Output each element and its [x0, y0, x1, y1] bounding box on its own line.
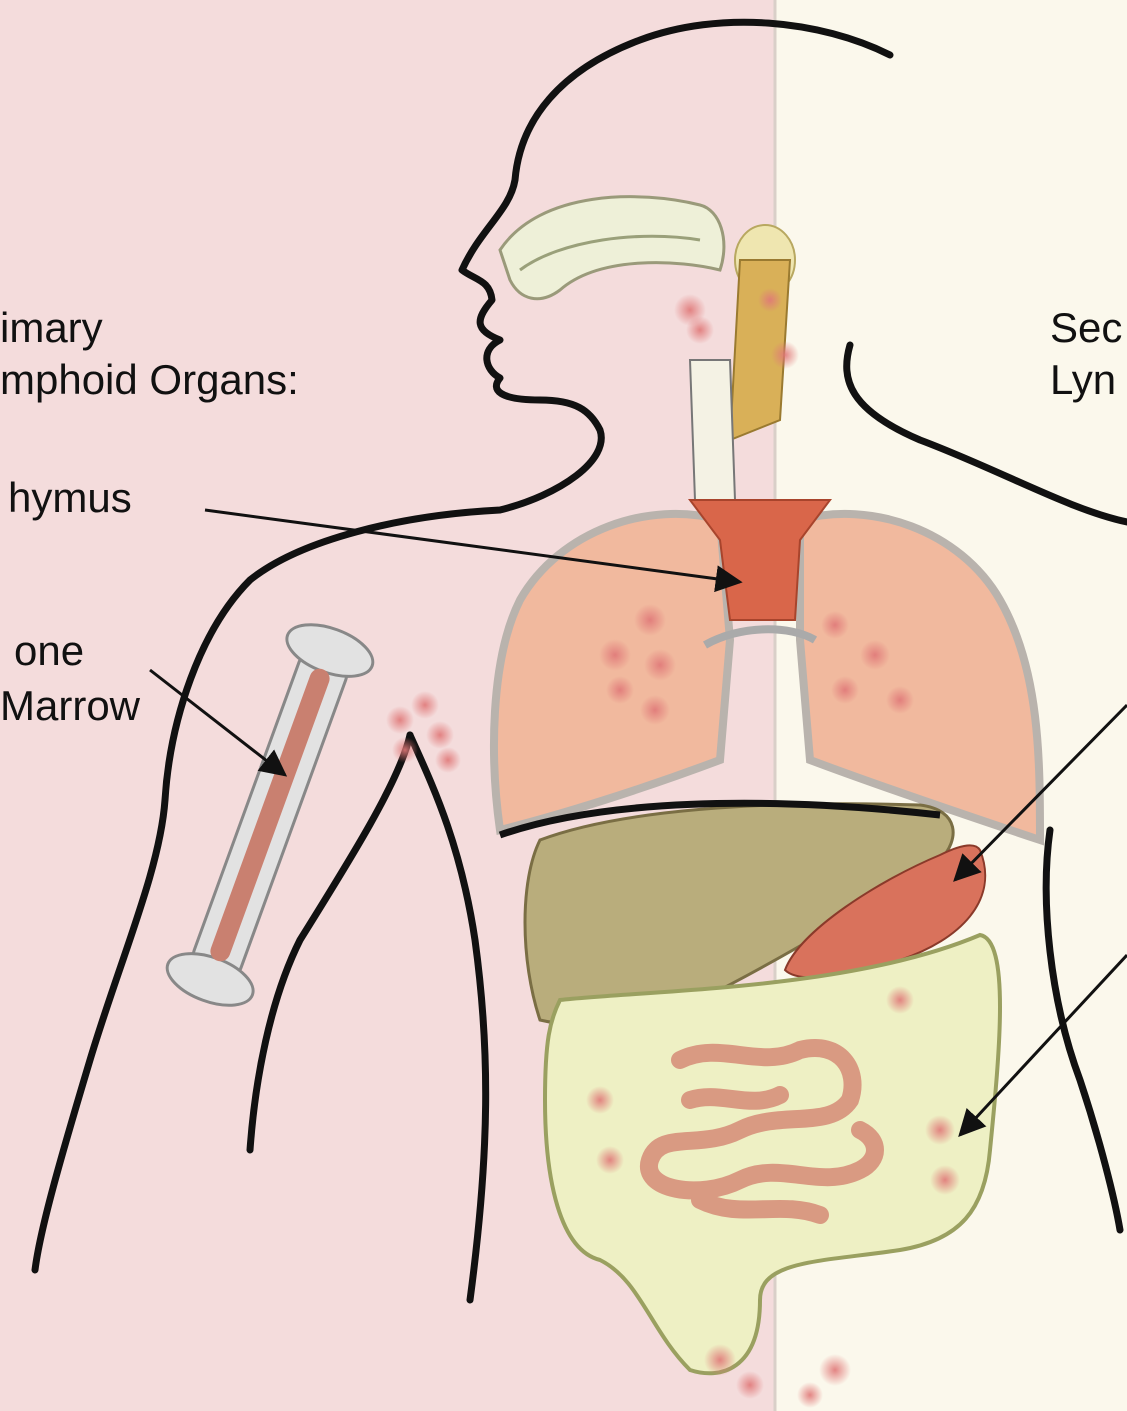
secondary-heading-line1: Sec [1050, 305, 1122, 351]
bone-marrow-label-line1: one [14, 628, 84, 674]
thymus-label: hymus [8, 475, 132, 521]
primary-heading-line2: mphoid Organs: [0, 357, 299, 403]
primary-heading-line1: imary [0, 305, 103, 351]
secondary-heading-line2: Lyn [1050, 357, 1116, 403]
bone-marrow-label-line2: Marrow [0, 683, 140, 729]
trachea [690, 360, 735, 500]
